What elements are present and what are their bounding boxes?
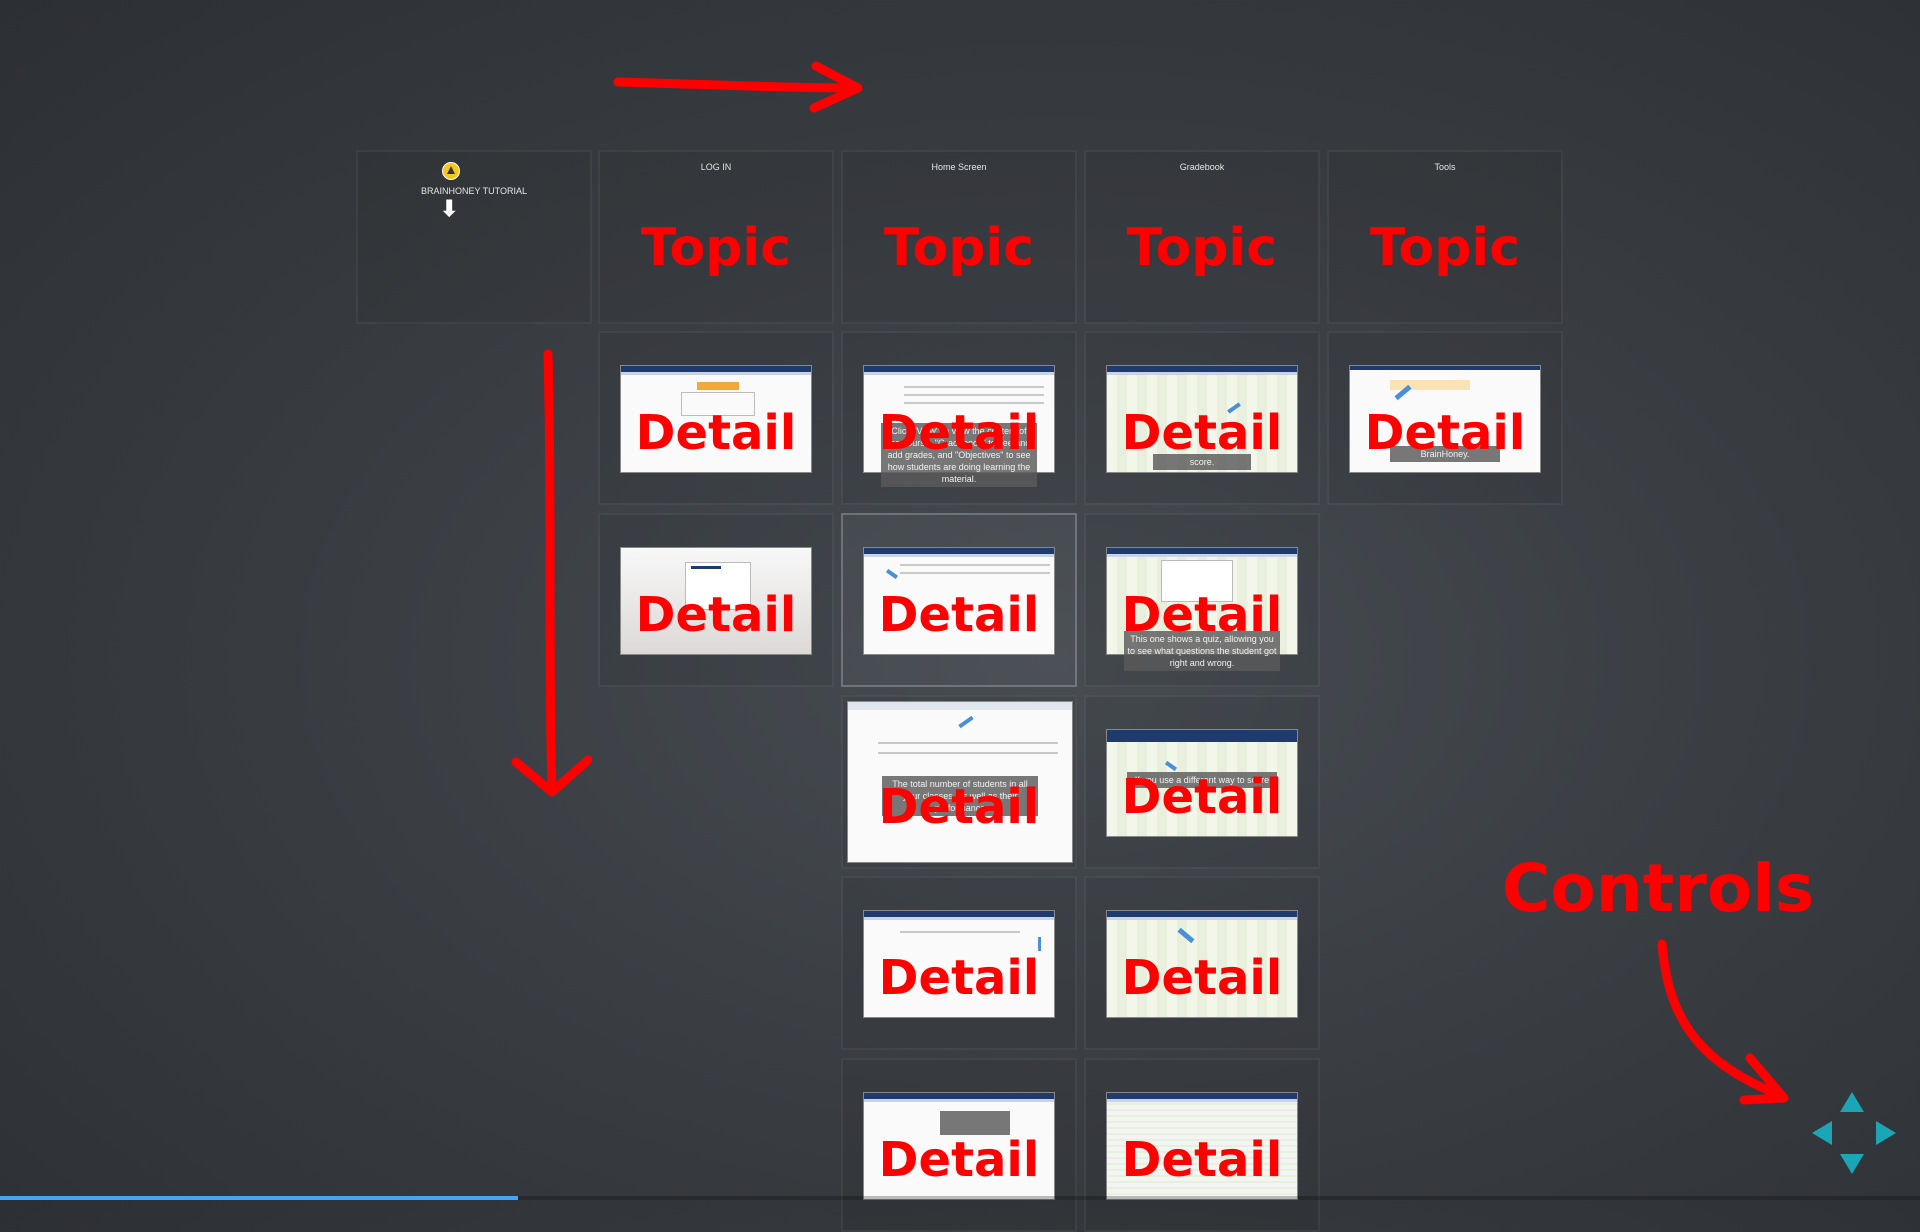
title-slide-heading: BRAINHONEY TUTORIAL xyxy=(420,186,528,196)
topic-tile-gradebook[interactable]: Gradebook Topic xyxy=(1084,150,1320,324)
detail-tile[interactable]: Detail xyxy=(841,876,1077,1050)
topic-annotation: Topic xyxy=(883,218,1035,278)
detail-annotation: Detail xyxy=(1121,769,1283,825)
detail-annotation: Detail xyxy=(878,950,1040,1006)
detail-annotation: Detail xyxy=(878,779,1040,835)
detail-tile[interactable]: Detail xyxy=(1084,1058,1320,1232)
caption-layer: This one shows a quiz, allowing you to s… xyxy=(1106,547,1298,671)
detail-annotation: Detail xyxy=(1364,405,1526,461)
detail-tile[interactable]: Detail xyxy=(598,513,834,687)
topic-title: Tools xyxy=(1434,162,1456,172)
detail-tile[interactable]: Detail xyxy=(1084,876,1320,1050)
detail-annotation: Detail xyxy=(1121,1132,1283,1188)
detail-tile[interactable]: Click "View" to view the content of the … xyxy=(841,331,1077,505)
progress-bar xyxy=(0,1196,1920,1200)
down-arrow-annotation-icon xyxy=(543,349,557,795)
slide-thumbnail xyxy=(620,365,812,473)
detail-annotation: Detail xyxy=(1121,950,1283,1006)
slide-caption: Click "View" to view the content of the … xyxy=(881,423,1037,487)
down-arrow-icon: ⬇ xyxy=(440,196,459,221)
detail-annotation: Detail xyxy=(878,405,1040,461)
topic-annotation: Topic xyxy=(1126,218,1278,278)
arrow-up-icon[interactable] xyxy=(1840,1092,1864,1112)
topic-annotation: Topic xyxy=(1369,218,1521,278)
slide-thumbnail xyxy=(1106,1092,1298,1200)
slide-thumbnail xyxy=(863,1092,1055,1200)
detail-tile-current[interactable]: Detail xyxy=(841,513,1077,687)
slide-thumbnail xyxy=(863,547,1055,655)
topic-tile-home-screen[interactable]: Home Screen Topic xyxy=(841,150,1077,324)
detail-annotation: Detail xyxy=(878,1132,1040,1188)
slide-thumbnail xyxy=(1106,910,1298,1018)
detail-tile[interactable]: Detail xyxy=(598,331,834,505)
topic-annotation: Topic xyxy=(640,218,792,278)
detail-tile[interactable]: Detail xyxy=(841,1058,1077,1232)
detail-annotation: Detail xyxy=(635,405,797,461)
controls-annotation: Controls xyxy=(1502,850,1815,927)
topic-title: LOG IN xyxy=(700,162,732,172)
detail-annotation: Detail xyxy=(878,587,1040,643)
slide-thumbnail: BrainHoney. xyxy=(1349,365,1541,473)
slide-thumbnail: score. xyxy=(1106,365,1298,473)
controls-arrow-icon xyxy=(1657,939,1787,1101)
slide-thumbnail xyxy=(620,547,812,655)
slide-thumbnail xyxy=(863,910,1055,1018)
detail-tile[interactable]: score. Detail xyxy=(1084,331,1320,505)
detail-tile[interactable]: If you use a different way to score Deta… xyxy=(1084,695,1320,869)
slide-caption: BrainHoney. xyxy=(1390,446,1500,462)
topic-tile-tools[interactable]: Tools Topic xyxy=(1327,150,1563,324)
progress-fill xyxy=(0,1196,519,1200)
topic-title: Gradebook xyxy=(1179,162,1225,172)
detail-tile[interactable]: This one shows a quiz, allowing you to s… xyxy=(1084,513,1320,687)
topic-tile-log-in[interactable]: LOG IN Topic xyxy=(598,150,834,324)
topic-title: Home Screen xyxy=(931,162,987,172)
arrow-left-icon[interactable] xyxy=(1812,1121,1832,1145)
slide-caption: This one shows a quiz, allowing you to s… xyxy=(1124,631,1280,671)
slide-thumbnail: If you use a different way to score xyxy=(1106,729,1298,837)
arrow-down-icon[interactable] xyxy=(1840,1154,1864,1174)
title-slide-tile[interactable]: BRAINHONEY TUTORIAL ⬇ xyxy=(356,150,592,324)
arrow-right-icon[interactable] xyxy=(1876,1121,1896,1145)
detail-annotation: Detail xyxy=(635,587,797,643)
detail-annotation: Detail xyxy=(1121,405,1283,461)
brainhoney-logo-icon xyxy=(442,162,460,180)
slide-caption: If you use a different way to score xyxy=(1127,772,1277,788)
detail-annotation: Detail xyxy=(1121,587,1283,643)
right-arrow-icon xyxy=(613,77,863,93)
detail-tile[interactable]: BrainHoney. Detail xyxy=(1327,331,1563,505)
detail-tile[interactable]: The total number of students in all your… xyxy=(841,695,1077,869)
caption-layer: Click "View" to view the content of the … xyxy=(863,365,1055,487)
slide-caption: The total number of students in all your… xyxy=(882,776,1038,816)
slide-thumbnail: The total number of students in all your… xyxy=(847,701,1073,863)
slide-caption: score. xyxy=(1153,454,1251,470)
